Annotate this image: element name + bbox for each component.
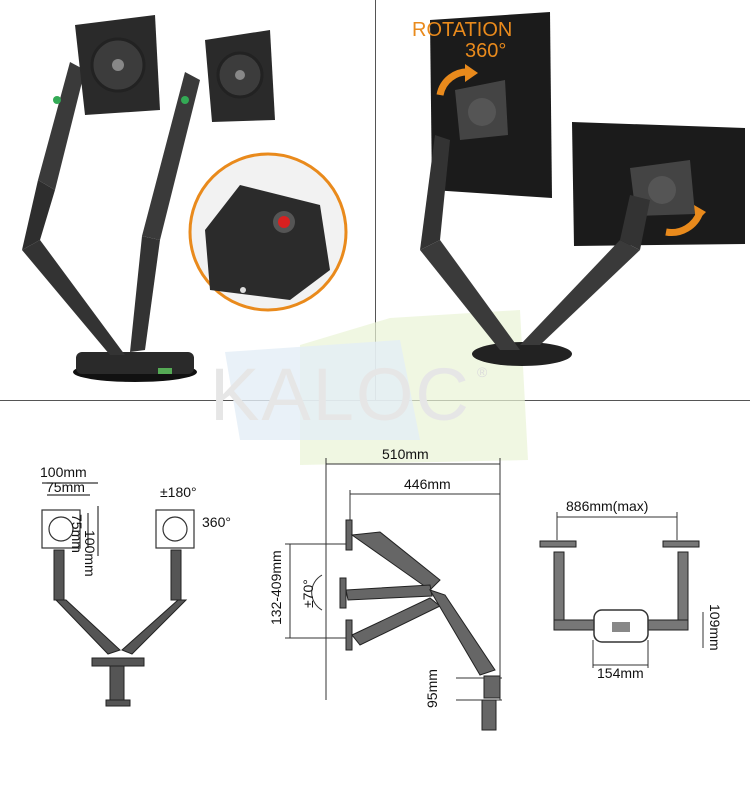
width-75-label: 75mm — [46, 479, 85, 495]
watermark-registered-mark: ® — [477, 364, 488, 380]
tilt-180-label: ±180° — [160, 484, 197, 500]
rotation-photo — [420, 12, 745, 366]
vertical-divider — [375, 0, 376, 400]
dual-arm-photo — [22, 15, 348, 382]
watermark-brand: KALOC — [210, 353, 471, 436]
base-width-154-label: 154mm — [597, 665, 644, 681]
width-100-label: 100mm — [40, 464, 87, 480]
rotation-label: ROTATION — [412, 19, 513, 41]
reach-446-label: 446mm — [404, 476, 451, 492]
rotation-value: 360° — [465, 40, 507, 62]
base-height-109-label: 109mm — [707, 604, 723, 651]
rotate-360-label: 360° — [202, 514, 231, 530]
span-886-label: 886mm(max) — [566, 498, 649, 514]
reach-510-label: 510mm — [382, 446, 429, 462]
